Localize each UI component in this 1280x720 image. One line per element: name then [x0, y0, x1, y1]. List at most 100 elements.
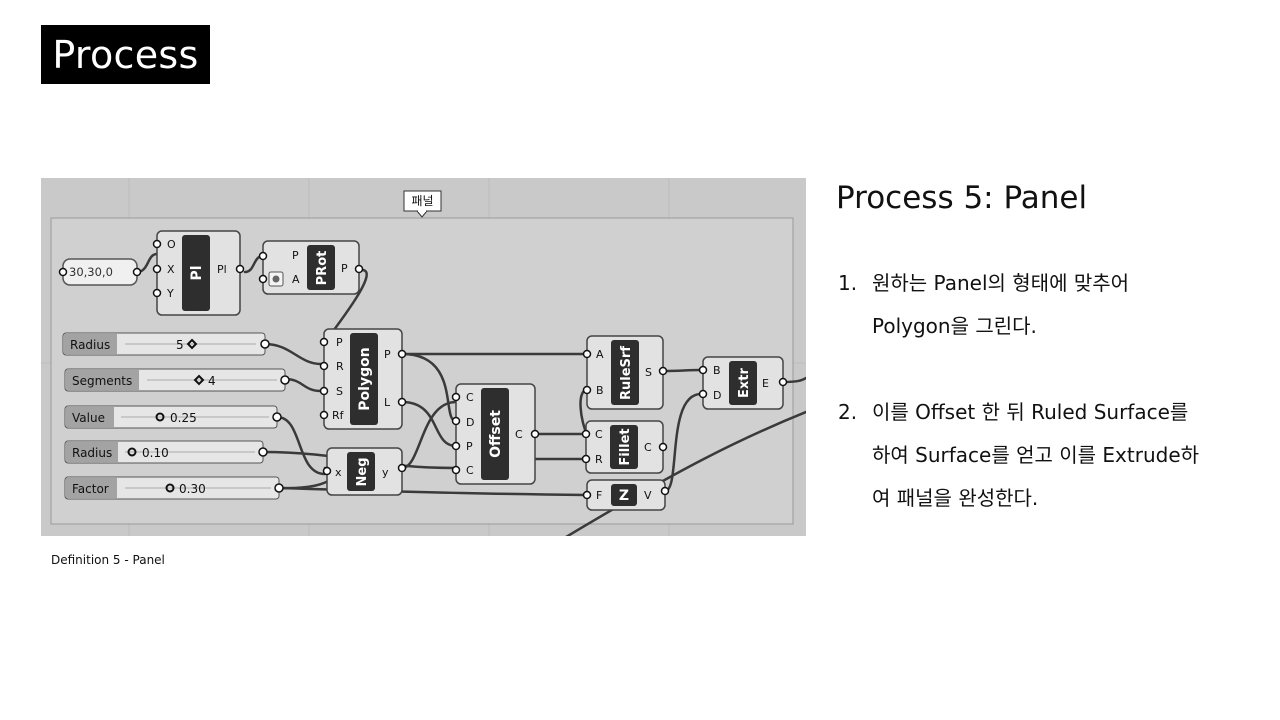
group-label[interactable]: 패널 — [403, 190, 442, 218]
slider-radius-2[interactable]: Radius 0.10 — [64, 440, 268, 464]
slider-grip[interactable] — [165, 483, 175, 493]
output-grip[interactable] — [778, 377, 788, 387]
input-grip[interactable] — [582, 385, 592, 395]
output-grip[interactable] — [658, 366, 668, 376]
input-grip[interactable] — [581, 429, 591, 439]
input-grip[interactable] — [698, 365, 708, 375]
slider-factor[interactable]: Factor 0.30 — [64, 476, 284, 500]
component-z[interactable]: Z F V — [582, 479, 670, 511]
input-grip[interactable] — [451, 441, 461, 451]
component-rulesrf[interactable]: RuleSrf A B S — [582, 335, 668, 410]
output-label: S — [645, 366, 652, 379]
step-line: 이를 Offset 한 뒤 Ruled Surface를 — [872, 400, 1189, 424]
output-grip[interactable] — [530, 429, 540, 439]
slider-value: 0.10 — [142, 446, 169, 460]
input-grip[interactable] — [451, 416, 461, 426]
output-grip[interactable] — [260, 339, 270, 349]
step-line: 여 패널을 완성한다. — [872, 486, 1039, 510]
component-pl[interactable]: Pl O X Y Pl — [152, 230, 245, 316]
component-offset[interactable]: Offset C D P C C — [451, 383, 540, 485]
output-label: P — [384, 348, 391, 361]
output-grip[interactable] — [272, 412, 282, 422]
slider-label: Segments — [72, 374, 132, 388]
input-grip[interactable] — [152, 288, 162, 298]
point-panel[interactable]: 30,30,0 — [58, 258, 142, 286]
input-label: C — [466, 464, 474, 477]
input-grip[interactable] — [451, 465, 461, 475]
slider-value: 4 — [208, 374, 216, 388]
input-grip[interactable] — [152, 264, 162, 274]
input-grip[interactable] — [581, 454, 591, 464]
component-neg[interactable]: Neg x y — [322, 447, 407, 496]
input-grip[interactable] — [319, 410, 329, 420]
output-label: Pl — [217, 263, 227, 276]
input-label: A — [596, 348, 604, 361]
input-label: S — [336, 385, 343, 398]
output-grip[interactable] — [660, 486, 670, 496]
output-grip[interactable] — [397, 397, 407, 407]
output-grip[interactable] — [397, 349, 407, 359]
slider-value-025[interactable]: Value 0.25 — [64, 405, 282, 429]
component-prot[interactable]: PRot P A P — [258, 240, 364, 295]
component-name: PRot — [315, 251, 330, 286]
component-name: Neg — [355, 457, 370, 486]
input-label: x — [335, 466, 342, 479]
output-label: V — [644, 489, 652, 502]
input-grip[interactable] — [319, 337, 329, 347]
input-label: R — [595, 453, 603, 466]
output-grip[interactable] — [258, 447, 268, 457]
component-name: Pl — [189, 265, 205, 280]
slider-value: 0.30 — [179, 482, 206, 496]
output-grip[interactable] — [132, 267, 142, 277]
output-label: L — [384, 396, 391, 409]
figure-caption: Definition 5 - Panel — [51, 553, 165, 567]
output-label: P — [341, 262, 348, 275]
step-line: 하여 Surface를 얻고 이를 Extrude하 — [872, 443, 1200, 467]
slider-grip[interactable] — [155, 412, 165, 422]
component-polygon[interactable]: Polygon P R S Rf P L — [319, 328, 407, 430]
input-grip[interactable] — [582, 490, 592, 500]
input-grip[interactable] — [258, 274, 268, 284]
slider-grip[interactable] — [127, 447, 137, 457]
component-fillet[interactable]: Fillet C R C — [581, 420, 668, 474]
slider-label: Radius — [72, 446, 112, 460]
slider-grip[interactable] — [193, 374, 205, 386]
grasshopper-definition-canvas[interactable]: 패널 Radiu — [41, 178, 806, 536]
step-number: 1. — [838, 271, 858, 295]
output-grip[interactable] — [397, 463, 407, 473]
output-grip[interactable] — [280, 375, 290, 385]
slider-radius-1[interactable]: Radius 5 — [62, 332, 270, 356]
input-label: O — [167, 238, 176, 251]
slider-label: Radius — [70, 338, 110, 352]
output-grip[interactable] — [274, 483, 284, 493]
slider-segments[interactable]: Segments 4 — [64, 368, 290, 392]
output-label: C — [515, 428, 523, 441]
input-label: D — [466, 416, 474, 429]
component-name: Z — [619, 488, 629, 504]
input-label: B — [713, 364, 721, 377]
angle-param-icon — [268, 271, 284, 287]
step-2: 2. 이를 Offset 한 뒤 Ruled Surface를 하여 Surfa… — [838, 391, 1258, 520]
input-grip[interactable] — [258, 251, 268, 261]
input-label: B — [596, 384, 604, 397]
slider-grip[interactable] — [186, 338, 198, 350]
component-name: Polygon — [357, 347, 373, 410]
output-grip[interactable] — [658, 442, 668, 452]
input-grip[interactable] — [582, 349, 592, 359]
input-label: Rf — [332, 409, 345, 422]
input-grip[interactable] — [322, 466, 332, 476]
slider-label: Value — [72, 411, 105, 425]
input-grip[interactable] — [152, 239, 162, 249]
input-label: F — [596, 489, 602, 502]
input-grip[interactable] — [698, 389, 708, 399]
input-grip[interactable] — [451, 392, 461, 402]
input-grip[interactable] — [319, 386, 329, 396]
input-grip[interactable] — [319, 361, 329, 371]
component-extr[interactable]: Extr B D E — [698, 356, 788, 410]
slide-title: Process — [41, 25, 210, 84]
output-grip[interactable] — [235, 264, 245, 274]
step-number: 2. — [838, 400, 858, 424]
input-label: C — [595, 428, 603, 441]
output-grip[interactable] — [354, 264, 364, 274]
input-label: P — [292, 249, 299, 262]
